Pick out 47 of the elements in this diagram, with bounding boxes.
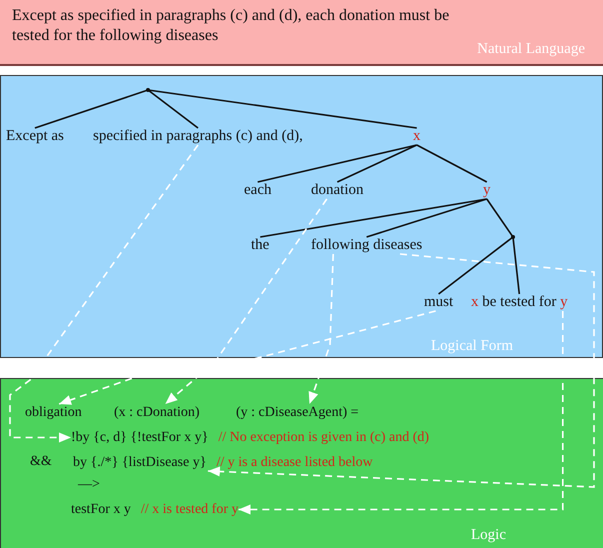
tree-word: specified in paragraphs (c) and (d), — [93, 128, 303, 145]
tree-branch-line — [416, 144, 488, 183]
code-comment: // No exception is given in (c) and (d) — [218, 430, 430, 445]
dashed-arrow — [208, 253, 595, 488]
tree-word: donation — [311, 182, 364, 199]
code-text: by {./*} {listDisease y} — [73, 455, 206, 470]
tree-word: x be tested for y — [471, 294, 568, 311]
tree-word: y — [483, 182, 490, 199]
tree-branch-line — [258, 144, 417, 183]
tree-word: the — [251, 237, 270, 254]
dashed-arrow — [9, 144, 199, 442]
tree-word: each — [244, 182, 272, 199]
dashed-arrow — [308, 254, 334, 404]
dashed-arrow — [238, 311, 564, 514]
code-operator: —> — [78, 476, 100, 493]
tree-word: must — [424, 294, 454, 311]
dashed-arrow — [164, 198, 328, 405]
panel-title: Natural Language — [477, 41, 585, 58]
tree-branch-line — [438, 236, 514, 295]
code-comment: // x is tested for y — [140, 502, 238, 517]
tree-junction — [146, 88, 150, 92]
code-text: (x : cDonation) — [114, 404, 200, 421]
code-text: obligation — [25, 404, 82, 421]
code-text: (y : cDiseaseAgent) = — [236, 404, 359, 421]
tree-word: following diseases — [311, 237, 422, 254]
tree-branch-line — [148, 89, 198, 129]
panel — [0, 75, 603, 358]
sentence: Except as specified in paragraphs (c) and (d), each donation must be tested for the following diseases — [12, 6, 450, 46]
code-text: !by {c, d} {!testFor x y} — [71, 430, 208, 445]
tree-branch-line — [512, 236, 520, 294]
tree-junction — [511, 235, 515, 239]
code-comment: // y is a disease listed below — [216, 455, 373, 470]
tree-branch-line — [34, 89, 148, 129]
tree-branch-line — [366, 198, 488, 238]
tree-branch-line — [336, 144, 418, 183]
panel — [0, 0, 603, 66]
tree-branch-line — [486, 198, 514, 238]
panel-title: Logical Form — [431, 338, 514, 355]
dashed-arrow — [58, 310, 436, 405]
code-text: testFor x y — [71, 502, 131, 517]
code-operator: && — [30, 453, 52, 470]
tree-word: x — [413, 128, 420, 145]
tree-word: Except as — [6, 128, 64, 145]
tree-branch-line — [260, 198, 487, 238]
panel — [0, 378, 603, 548]
panel-title: Logic — [471, 527, 506, 544]
tree-branch-line — [148, 89, 417, 129]
